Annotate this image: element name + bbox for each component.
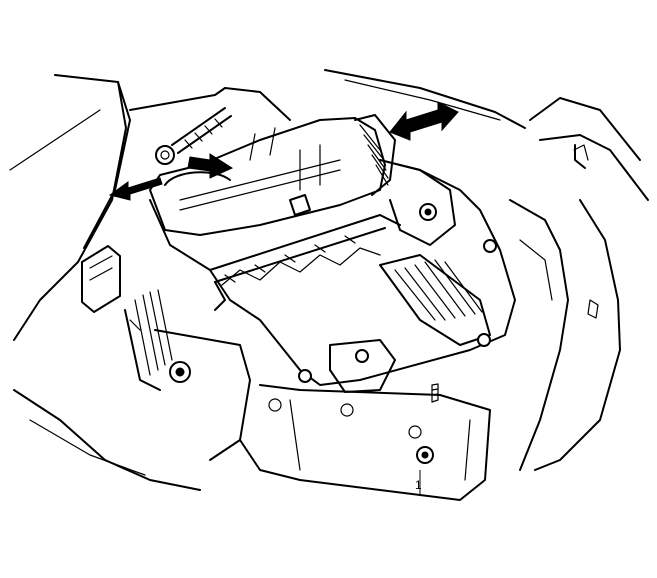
ecm-connector — [149, 114, 396, 236]
callout-1-label: 1 — [415, 478, 422, 492]
center-nut — [416, 383, 439, 464]
left-heat-sink — [124, 289, 173, 391]
arrow-connector-double — [389, 101, 459, 141]
left-nut — [169, 361, 191, 383]
ecm-module — [149, 159, 516, 393]
arrow-left-removal — [108, 177, 163, 201]
left-panel — [9, 74, 201, 491]
top-cowl — [129, 69, 649, 201]
arrow-right-removal — [187, 153, 234, 179]
mounting-plate — [154, 329, 491, 501]
left-tab-bracket — [81, 245, 121, 313]
upper-bolt — [155, 107, 232, 165]
right-wall — [509, 199, 621, 471]
